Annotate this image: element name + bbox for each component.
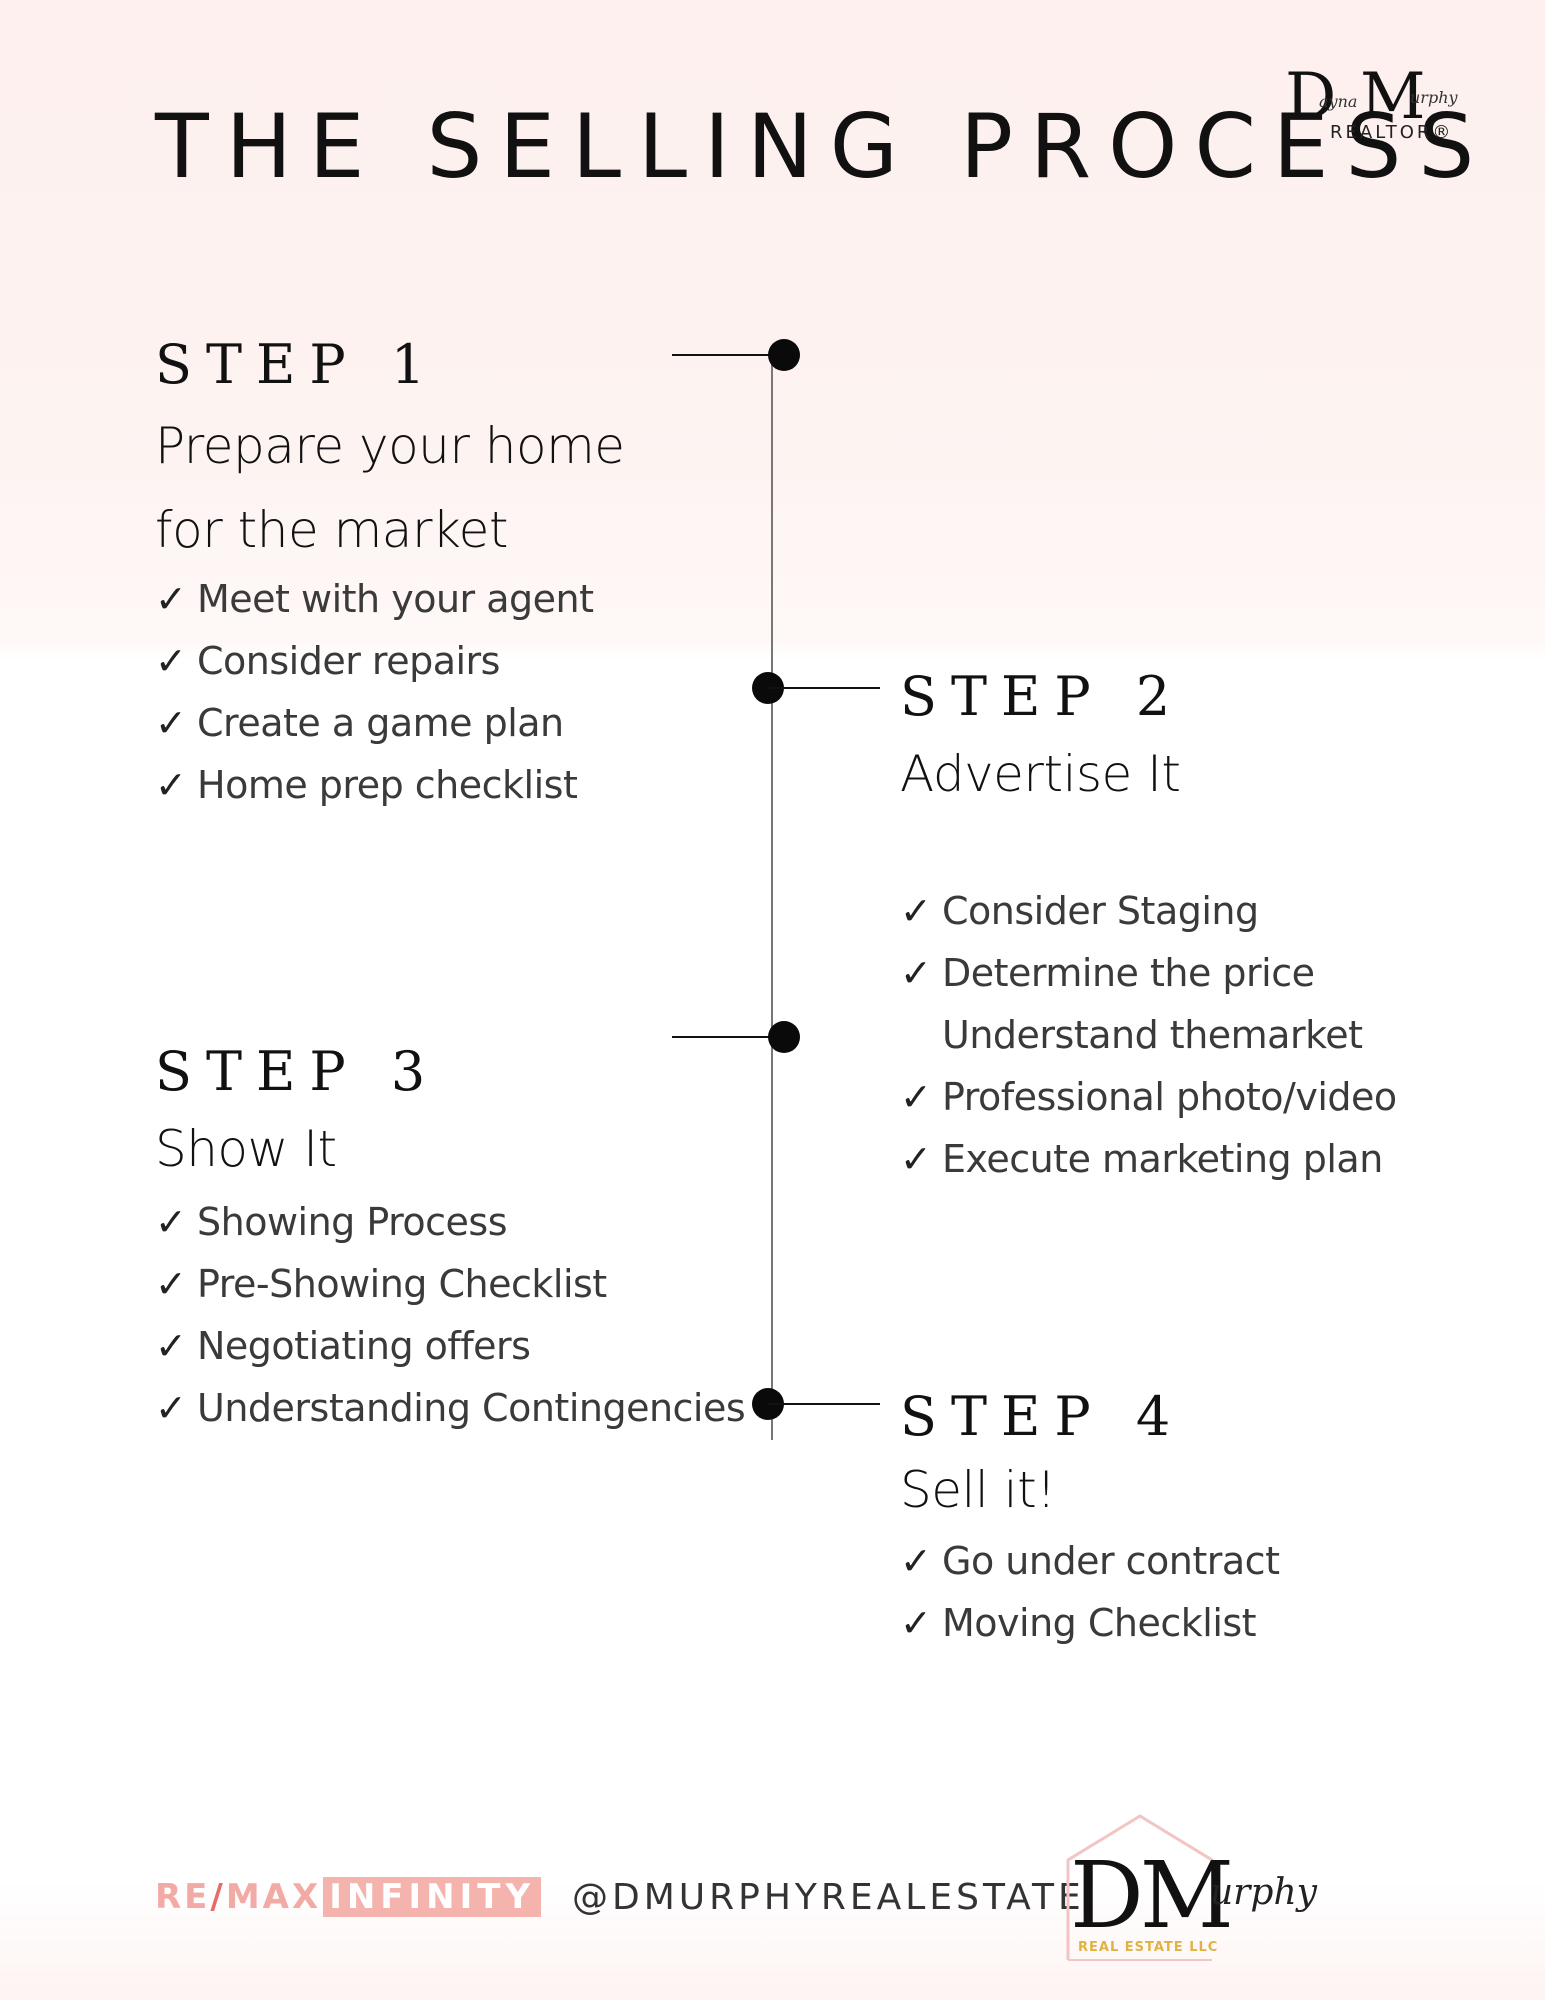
realtor-label: REALTOR® (1330, 122, 1454, 143)
check-icon: ✓ (900, 1075, 932, 1119)
check-icon: ✓ (900, 1539, 932, 1583)
check-icon: ✓ (900, 889, 932, 933)
step1-heading-line2: for the market (155, 501, 509, 559)
list-item: Understand themarket (942, 1013, 1363, 1057)
logo-signature-first: ayna (1319, 92, 1358, 111)
logo-signature-last: urphy (1410, 88, 1458, 107)
check-icon: ✓ (155, 763, 187, 807)
list-item: ✓Consider Staging (900, 880, 1397, 942)
list-item: ✓Consider repairs (155, 630, 625, 692)
step3-checklist: ✓Showing Process ✓Pre-Showing Checklist … (155, 1191, 746, 1439)
house-outline-icon (1066, 1814, 1214, 1961)
logo-llc: REAL ESTATE LLC (1078, 1940, 1219, 1955)
step3-connector (672, 1036, 784, 1038)
step2-block: STEP 2 Advertise It ✓Consider Staging ✓D… (900, 665, 1397, 1190)
check-icon: ✓ (155, 1324, 187, 1368)
logo-urphy: urphy (1210, 1872, 1317, 1913)
logo-initial-d: D (1285, 60, 1337, 134)
check-icon: ✓ (155, 1386, 187, 1430)
check-icon: ✓ (900, 1137, 932, 1181)
step3-heading: Show It (155, 1120, 337, 1178)
step4-checklist: ✓Go under contract ✓Moving Checklist (900, 1530, 1280, 1654)
check-icon: ✓ (155, 1200, 187, 1244)
list-item: ✓Meet with your agent (155, 568, 625, 630)
list-item: ✓Showing Process (155, 1191, 745, 1253)
step2-checklist: ✓Consider Staging ✓Determine the price U… (900, 880, 1397, 1190)
step4-block: STEP 4 Sell it! ✓Go under contract ✓Movi… (900, 1385, 1280, 1654)
step3-dot (768, 1021, 800, 1053)
list-item: ✓Pre-Showing Checklist (155, 1253, 745, 1315)
list-item: ✓Create a game plan (155, 692, 625, 754)
step4-heading: Sell it! (900, 1461, 1056, 1519)
step1-label: STEP 1 (155, 333, 440, 396)
step4-label: STEP 4 (900, 1385, 1185, 1448)
realtor-signature-logo: D ayna M urphy REALTOR® (1285, 60, 1505, 155)
step1-connector (672, 354, 784, 356)
step4-connector (768, 1403, 880, 1405)
list-item: ✓Execute marketing plan (900, 1128, 1397, 1190)
step2-heading: Advertise It (900, 745, 1181, 803)
check-icon: ✓ (900, 1601, 932, 1645)
step3-block: STEP 3 Show It ✓Showing Process ✓Pre-Sho… (155, 1040, 746, 1439)
logo-dm: DM (1070, 1842, 1234, 1949)
list-item: ✓Understanding Contingencies (155, 1377, 746, 1439)
step1-block: STEP 1 Prepare your home for the market … (155, 333, 625, 816)
check-icon: ✓ (155, 639, 187, 683)
check-icon: ✓ (155, 701, 187, 745)
timeline-line (771, 352, 773, 1440)
step2-connector (768, 687, 880, 689)
step3-label: STEP 3 (155, 1040, 440, 1103)
step1-dot (768, 339, 800, 371)
list-item: ✓Determine the price (900, 942, 1397, 1004)
check-icon: ✓ (900, 951, 932, 995)
check-icon: ✓ (155, 1262, 187, 1306)
list-item: ✓Go under contract (900, 1530, 1280, 1592)
step2-label: STEP 2 (900, 665, 1185, 728)
list-item: ✓Negotiating offers (155, 1315, 745, 1377)
list-item: ✓Moving Checklist (900, 1592, 1279, 1654)
page-title: THE SELLING PROCESS (155, 95, 1492, 198)
step1-heading-line1: Prepare your home (155, 417, 625, 475)
dmurphy-real-estate-logo: DM urphy REAL ESTATE LLC (1060, 1812, 1380, 1962)
logo-initial-m: M (1360, 60, 1426, 134)
list-item: ✓Professional photo/video (900, 1066, 1397, 1128)
list-item: ✓Home prep checklist (155, 754, 625, 816)
check-icon: ✓ (155, 577, 187, 621)
social-handle: @DMURPHYREALESTATE (572, 1877, 1085, 1918)
step1-checklist: ✓Meet with your agent ✓Consider repairs … (155, 568, 625, 816)
